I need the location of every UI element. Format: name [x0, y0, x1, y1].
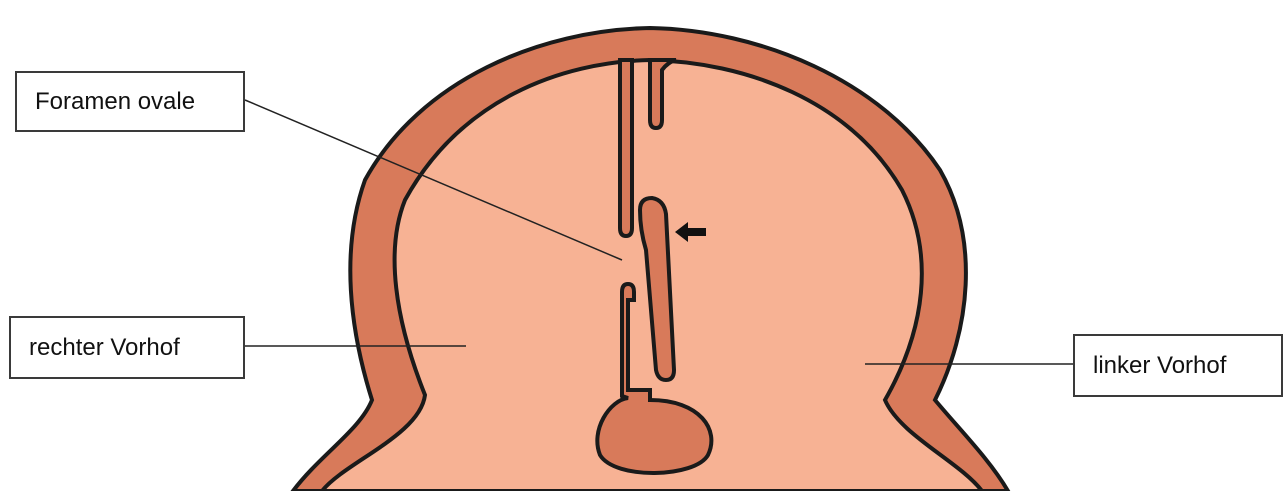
- label-left-atrium-text: linker Vorhof: [1093, 352, 1226, 380]
- label-left-atrium: linker Vorhof: [1073, 334, 1283, 397]
- label-foramen-ovale: Foramen ovale: [15, 71, 245, 132]
- label-right-atrium: rechter Vorhof: [9, 316, 245, 379]
- septum-upper-left: [620, 60, 632, 236]
- label-right-atrium-text: rechter Vorhof: [29, 334, 180, 362]
- label-foramen-ovale-text: Foramen ovale: [35, 88, 195, 116]
